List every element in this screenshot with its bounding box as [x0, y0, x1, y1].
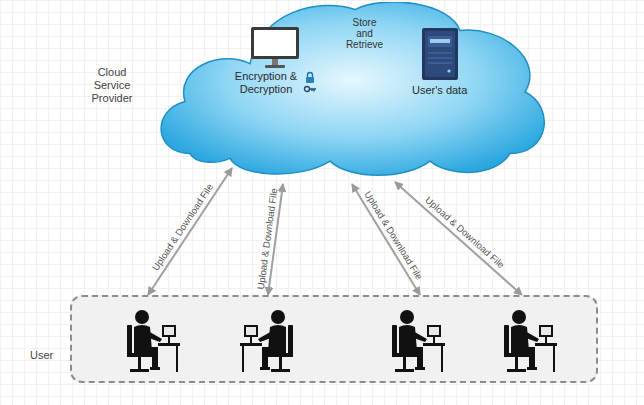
cloud-outline	[161, 2, 544, 175]
module-label: Encryption & Decryption	[232, 70, 300, 96]
edge-label: Upload & Download File	[362, 188, 425, 281]
lock-and-key-icons	[303, 70, 317, 96]
transfer-arrow	[148, 168, 232, 295]
user-group-band: User	[70, 295, 598, 383]
cloud-heading: Cloud Service Provider	[78, 66, 146, 105]
user-figure	[127, 310, 180, 372]
user-figure	[392, 310, 445, 372]
store-label: User's data	[412, 84, 467, 97]
crypto-texts: Encryption & Decryption	[232, 70, 300, 96]
edge-label: Store and Retrieve	[344, 17, 386, 50]
group-label: User	[30, 349, 53, 362]
crypto-caption: Encryption & Decryption	[232, 70, 317, 96]
cloud-shape	[150, 2, 550, 182]
data-store: User's data	[412, 26, 467, 97]
user-figure	[504, 310, 557, 372]
edge-label: Upload & Download File	[254, 187, 279, 289]
cloud-region: Cloud Service Provider Encryption & Decr…	[150, 2, 550, 182]
edge-label: Upload & Download File	[423, 194, 506, 270]
encryption-module: Encryption & Decryption	[232, 26, 317, 96]
server-icon	[420, 26, 460, 82]
transfer-arrow	[352, 184, 420, 295]
edge-label: Upload & Download File	[150, 181, 215, 272]
user-figures	[72, 297, 596, 381]
monitor-icon	[250, 26, 300, 70]
user-figure	[240, 310, 293, 372]
